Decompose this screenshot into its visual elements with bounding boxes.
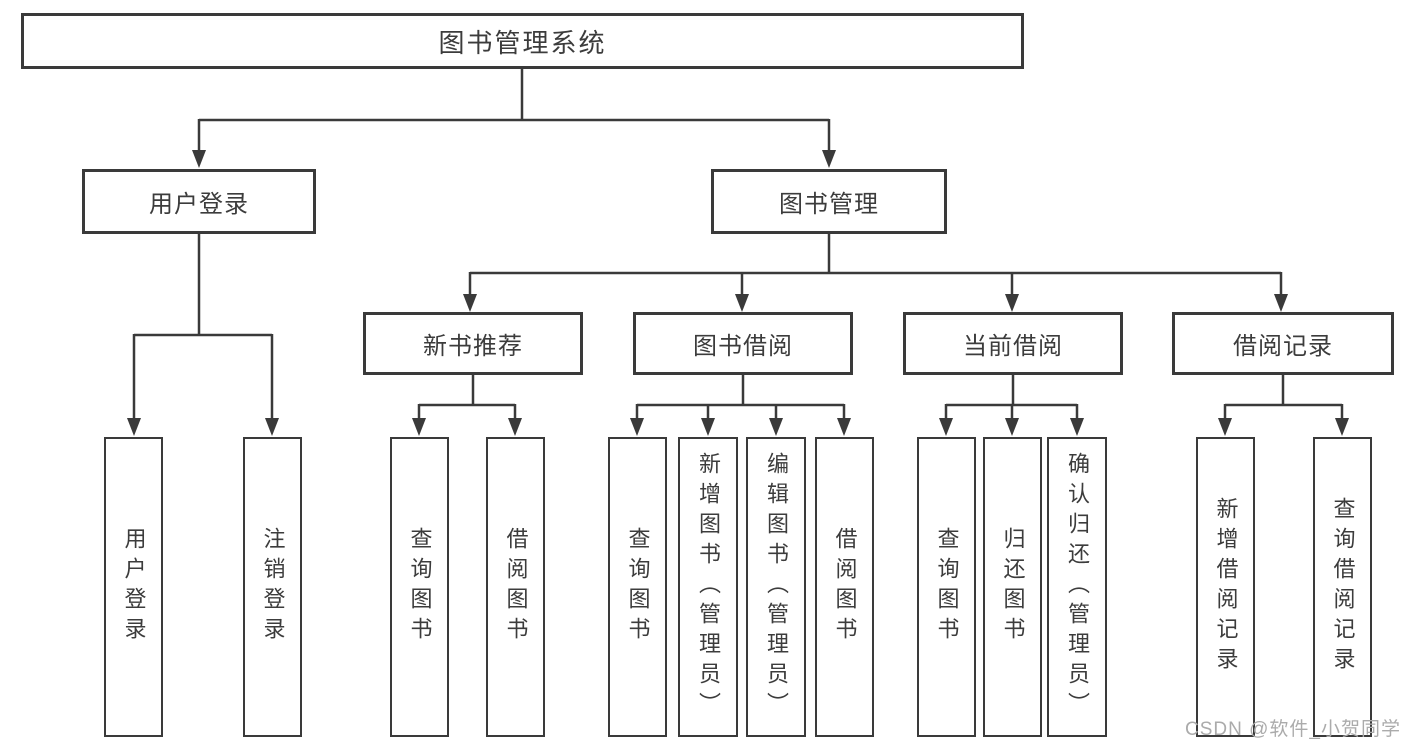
leaf-borrow-books: 借阅图书 — [815, 437, 874, 737]
node-label: 查询图书 — [934, 527, 960, 647]
node-label: 图书借阅 — [693, 333, 793, 360]
node-book-borrow: 图书借阅 — [633, 312, 853, 375]
node-label: 图书管理系统 — [438, 27, 607, 58]
csdn-watermark: CSDN @软件_小贺同学 — [1185, 719, 1401, 740]
leaf-add-book-admin: 新增图书（管理员） — [678, 437, 738, 737]
node-label: 用户登录 — [149, 191, 249, 218]
leaf-query-books-recommend: 查询图书 — [390, 437, 449, 737]
leaf-add-borrow-record: 新增借阅记录 — [1196, 437, 1255, 737]
node-borrow-records: 借阅记录 — [1172, 312, 1394, 375]
leaf-query-books-current: 查询图书 — [917, 437, 976, 737]
node-label: 查询借阅记录 — [1330, 497, 1356, 677]
leaf-logout: 注销登录 — [243, 437, 302, 737]
node-label: 编辑图书（管理员） — [764, 452, 789, 722]
node-book-management: 图书管理 — [711, 169, 947, 234]
leaf-borrow-books-recommend: 借阅图书 — [486, 437, 545, 737]
leaf-user-login: 用户登录 — [104, 437, 163, 737]
node-user-login: 用户登录 — [82, 169, 316, 234]
node-label: 归还图书 — [1000, 527, 1026, 647]
node-label: 借阅图书 — [503, 527, 529, 647]
node-label: 查询图书 — [407, 527, 433, 647]
node-label: 用户登录 — [121, 527, 147, 647]
node-library-management-system: 图书管理系统 — [21, 13, 1024, 69]
leaf-edit-book-admin: 编辑图书（管理员） — [746, 437, 806, 737]
node-current-borrow: 当前借阅 — [903, 312, 1123, 375]
leaf-query-borrow-record: 查询借阅记录 — [1313, 437, 1372, 737]
node-label: 当前借阅 — [963, 333, 1063, 360]
leaf-confirm-return-admin: 确认归还（管理员） — [1047, 437, 1107, 737]
leaf-query-books-borrow: 查询图书 — [608, 437, 667, 737]
node-label: 图书管理 — [779, 191, 879, 218]
node-new-book-recommend: 新书推荐 — [363, 312, 583, 375]
node-label: 借阅记录 — [1233, 333, 1333, 360]
node-label: 查询图书 — [625, 527, 651, 647]
node-label: 新书推荐 — [423, 333, 523, 360]
node-label: 新增图书（管理员） — [696, 452, 721, 722]
arrowheads — [127, 150, 1349, 436]
leaf-return-books: 归还图书 — [983, 437, 1042, 737]
node-label: 注销登录 — [260, 527, 286, 647]
node-label: 借阅图书 — [832, 527, 858, 647]
node-label: 新增借阅记录 — [1213, 497, 1239, 677]
node-label: 确认归还（管理员） — [1065, 452, 1090, 722]
